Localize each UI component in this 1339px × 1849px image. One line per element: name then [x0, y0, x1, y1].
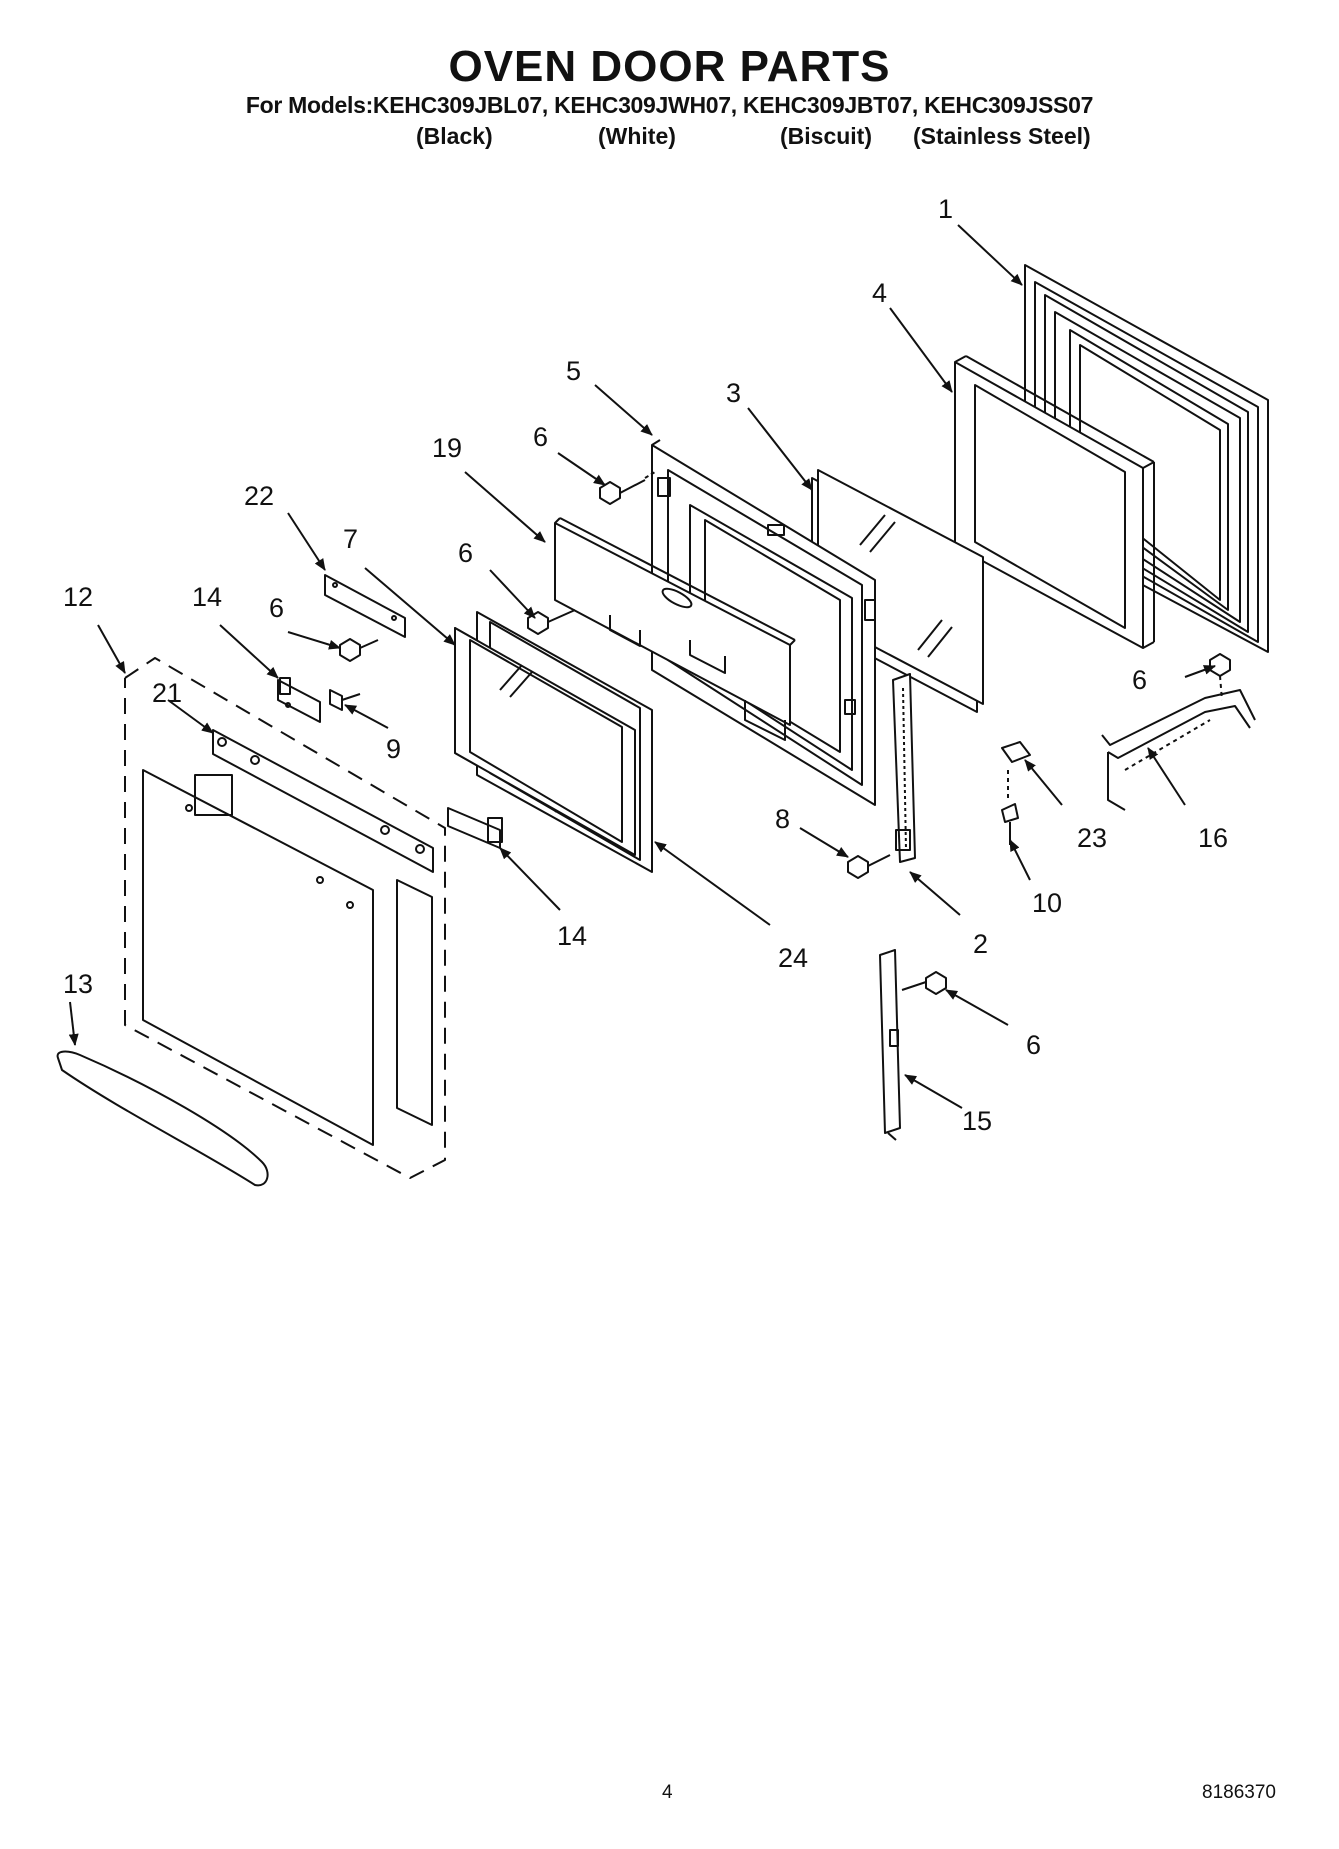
part-14-bracket-upper	[277, 677, 321, 723]
callout-3: 3	[726, 378, 741, 408]
document-number: 8186370	[1202, 1782, 1276, 1803]
callout-numbers: 1 4 5 3 6 19 22 7 6 12 14 6 21 9 6 8 23 …	[63, 194, 1228, 1136]
callout-6-mid: 6	[458, 538, 473, 568]
callout-7: 7	[343, 524, 358, 554]
leader-lines	[68, 224, 1216, 1109]
callout-14-upper: 14	[192, 582, 222, 612]
callout-8: 8	[775, 804, 790, 834]
part-22-plate	[324, 574, 406, 638]
screw-10	[1001, 770, 1019, 845]
callout-23: 23	[1077, 823, 1107, 853]
callout-6-right: 6	[1132, 665, 1147, 695]
part-21-trim-strip	[212, 729, 434, 873]
callout-12: 12	[63, 582, 93, 612]
page-title: OVEN DOOR PARTS	[448, 42, 891, 91]
screw-6-lower	[901, 971, 947, 995]
part-15-lower-hinge	[879, 949, 901, 1141]
callout-9: 9	[386, 734, 401, 764]
callout-21: 21	[152, 678, 182, 708]
part-23-clip	[1001, 741, 1031, 763]
callout-2: 2	[973, 929, 988, 959]
screw-6-top	[599, 471, 656, 505]
callout-10: 10	[1032, 888, 1062, 918]
callout-6-left: 6	[269, 593, 284, 623]
callout-16: 16	[1198, 823, 1228, 853]
callout-13: 13	[63, 969, 93, 999]
callout-24: 24	[778, 943, 808, 973]
part-19-heat-shield	[554, 517, 796, 741]
callout-14-lower: 14	[557, 921, 587, 951]
screw-8	[847, 854, 891, 879]
part-3-glass-panel	[811, 469, 984, 713]
part-16-bracket	[1101, 689, 1256, 811]
variant-black: (Black)	[416, 123, 493, 149]
part-4-door-frame	[954, 355, 1155, 649]
part-12-outer-door-assembly	[124, 657, 446, 1179]
screw-6-left	[339, 638, 379, 662]
page-number: 4	[662, 1782, 673, 1803]
callout-5: 5	[566, 356, 581, 386]
callout-4: 4	[872, 278, 887, 308]
part-2-hinge-channel	[892, 673, 916, 863]
callout-6-top: 6	[533, 422, 548, 452]
screw-9	[329, 689, 361, 711]
models-line: For Models:KEHC309JBL07, KEHC309JWH07, K…	[245, 92, 1094, 118]
screw-6-mid	[527, 609, 576, 635]
callout-6-lower: 6	[1026, 1030, 1041, 1060]
part-13-handle	[56, 1050, 269, 1187]
callout-19: 19	[432, 433, 462, 463]
part-14-bracket-lower	[447, 807, 503, 849]
variant-biscuit: (Biscuit)	[780, 123, 872, 149]
callout-1: 1	[938, 194, 953, 224]
variant-stainless-steel: (Stainless Steel)	[913, 123, 1091, 149]
variant-white: (White)	[598, 123, 676, 149]
callout-15: 15	[962, 1106, 992, 1136]
callout-22: 22	[244, 481, 274, 511]
